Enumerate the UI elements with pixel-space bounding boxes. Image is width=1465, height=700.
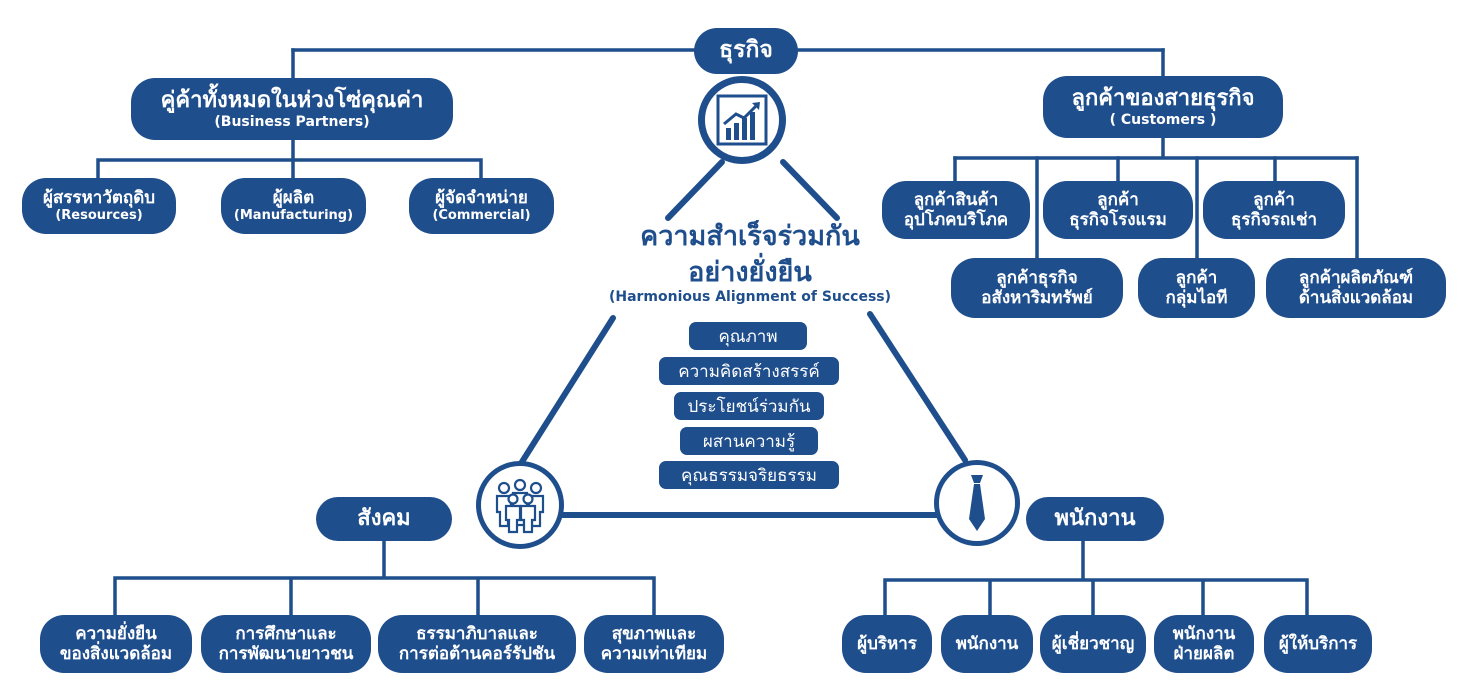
partner-item-title: ผู้ผลิต bbox=[272, 188, 315, 209]
employee-item: พนักงาน bbox=[941, 615, 1033, 673]
customers-subtitle: ( Customers ) bbox=[1109, 111, 1217, 128]
employee-item: พนักงาน ฝ่ายผลิต bbox=[1154, 615, 1254, 673]
value-creativity: ความคิดสร้างสรรค์ bbox=[659, 357, 839, 385]
customer-item-line1: ลูกค้า bbox=[1175, 267, 1218, 288]
society-item-line2: การต่อต้านคอร์รัปชัน bbox=[398, 644, 556, 664]
partner-item-subtitle: (Resources) bbox=[55, 208, 143, 224]
employee-item-line1: พนักงาน bbox=[1172, 623, 1236, 644]
employee-item: ผู้บริหาร bbox=[842, 615, 932, 673]
employee-item-line1: ผู้ให้บริการ bbox=[1278, 633, 1358, 654]
center-title-line1: ความสำเร็จร่วมกัน bbox=[640, 221, 860, 252]
employee-item-line1: ผู้เชี่ยวชาญ bbox=[1051, 633, 1135, 654]
partners-subtitle: (Business Partners) bbox=[214, 113, 370, 130]
value-mutual-benefit: ประโยชน์ร่วมกัน bbox=[674, 392, 824, 420]
customer-item-line2: อุปโภคบริโภค bbox=[903, 210, 1009, 230]
society-title: สังคม bbox=[357, 506, 411, 532]
center-subtitle: (Harmonious Alignment of Success) bbox=[608, 289, 892, 305]
customer-item-line1: ลูกค้าสินค้า bbox=[913, 189, 999, 210]
necktie-icon bbox=[934, 460, 1020, 546]
society-node: สังคม bbox=[316, 497, 452, 541]
society-item-line2: การพัฒนาเยาวชน bbox=[218, 644, 354, 664]
society-item-line1: ธรรมาภิบาลและ bbox=[416, 623, 538, 644]
society-item-line1: ความยั่งยืน bbox=[75, 623, 157, 644]
customer-item-line2: ธุรกิจโรงแรม bbox=[1069, 210, 1167, 230]
employee-item-line1: พนักงาน bbox=[955, 633, 1019, 654]
customer-item: ลูกค้า กลุ่มไอที bbox=[1138, 258, 1255, 318]
customer-item: ลูกค้าสินค้า อุปโภคบริโภค bbox=[882, 181, 1030, 239]
growth-chart-icon bbox=[698, 76, 786, 164]
society-item-line2: ความเท่าเทียม bbox=[600, 644, 708, 664]
customer-item-line2: อสังหาริมทรัพย์ bbox=[981, 288, 1093, 308]
people-group-icon bbox=[476, 461, 564, 549]
society-item: การศึกษาและ การพัฒนาเยาวชน bbox=[201, 615, 371, 673]
customer-item-line1: ลูกค้า bbox=[1253, 189, 1295, 210]
society-item: สุขภาพและ ความเท่าเทียม bbox=[584, 615, 724, 673]
employee-item-line1: ผู้บริหาร bbox=[857, 633, 917, 654]
society-item: ธรรมาภิบาลและ การต่อต้านคอร์รัปชัน bbox=[378, 615, 576, 673]
society-item-line2: ของสิ่งแวดล้อม bbox=[59, 644, 173, 664]
customer-item: ลูกค้า ธุรกิจรถเช่า bbox=[1203, 181, 1345, 239]
partners-node: คู่ค้าทั้งหมดในห่วงโซ่คุณค่า (Business P… bbox=[131, 78, 453, 140]
customers-title: ลูกค้าของสายธุรกิจ bbox=[1071, 85, 1255, 111]
customer-item: ลูกค้า ธุรกิจโรงแรม bbox=[1043, 181, 1193, 239]
customer-item-line2: ธุรกิจรถเช่า bbox=[1230, 210, 1318, 230]
customer-item-line1: ลูกค้า bbox=[1097, 189, 1139, 210]
value-quality: คุณภาพ bbox=[689, 322, 807, 350]
customer-item-line2: กลุ่มไอที bbox=[1165, 288, 1228, 308]
customer-item-line1: ลูกค้าธุรกิจ bbox=[996, 267, 1078, 288]
value-ethics: คุณธรรมจริยธรรม bbox=[659, 461, 839, 489]
partner-item-title: ผู้สรรหาวัตถุดิบ bbox=[42, 188, 156, 209]
partner-item-resources: ผู้สรรหาวัตถุดิบ (Resources) bbox=[22, 178, 176, 234]
partner-item-subtitle: (Manufacturing) bbox=[233, 208, 354, 224]
partner-item-subtitle: (Commercial) bbox=[432, 208, 531, 224]
partners-title: คู่ค้าทั้งหมดในห่วงโซ่คุณค่า bbox=[160, 87, 424, 113]
business-title: ธุรกิจ bbox=[719, 37, 773, 64]
employees-node: พนักงาน bbox=[1026, 497, 1164, 541]
society-item-line1: สุขภาพและ bbox=[611, 623, 697, 644]
employee-item-line2: ฝ่ายผลิต bbox=[1173, 644, 1235, 664]
employee-item: ผู้ให้บริการ bbox=[1264, 615, 1372, 673]
partner-item-commercial: ผู้จัดจำหน่าย (Commercial) bbox=[409, 178, 554, 234]
employee-item: ผู้เชี่ยวชาญ bbox=[1040, 615, 1146, 673]
center-title-line2: อย่างยั่งยืน bbox=[688, 257, 812, 288]
employees-title: พนักงาน bbox=[1054, 506, 1136, 532]
customer-item: ลูกค้าธุรกิจ อสังหาริมทรัพย์ bbox=[951, 258, 1123, 318]
customer-item: ลูกค้าผลิตภัณฑ์ ด้านสิ่งแวดล้อม bbox=[1266, 258, 1446, 318]
customer-item-line1: ลูกค้าผลิตภัณฑ์ bbox=[1298, 267, 1414, 288]
partner-item-title: ผู้จัดจำหน่าย bbox=[435, 188, 528, 209]
society-item-line1: การศึกษาและ bbox=[235, 623, 337, 644]
business-node: ธุรกิจ bbox=[694, 28, 798, 74]
customer-item-line2: ด้านสิ่งแวดล้อม bbox=[1298, 288, 1414, 308]
customers-node: ลูกค้าของสายธุรกิจ ( Customers ) bbox=[1043, 76, 1283, 138]
value-knowledge: ผสานความรู้ bbox=[680, 427, 818, 455]
society-item: ความยั่งยืน ของสิ่งแวดล้อม bbox=[40, 615, 192, 673]
partner-item-manufacturing: ผู้ผลิต (Manufacturing) bbox=[221, 178, 366, 234]
